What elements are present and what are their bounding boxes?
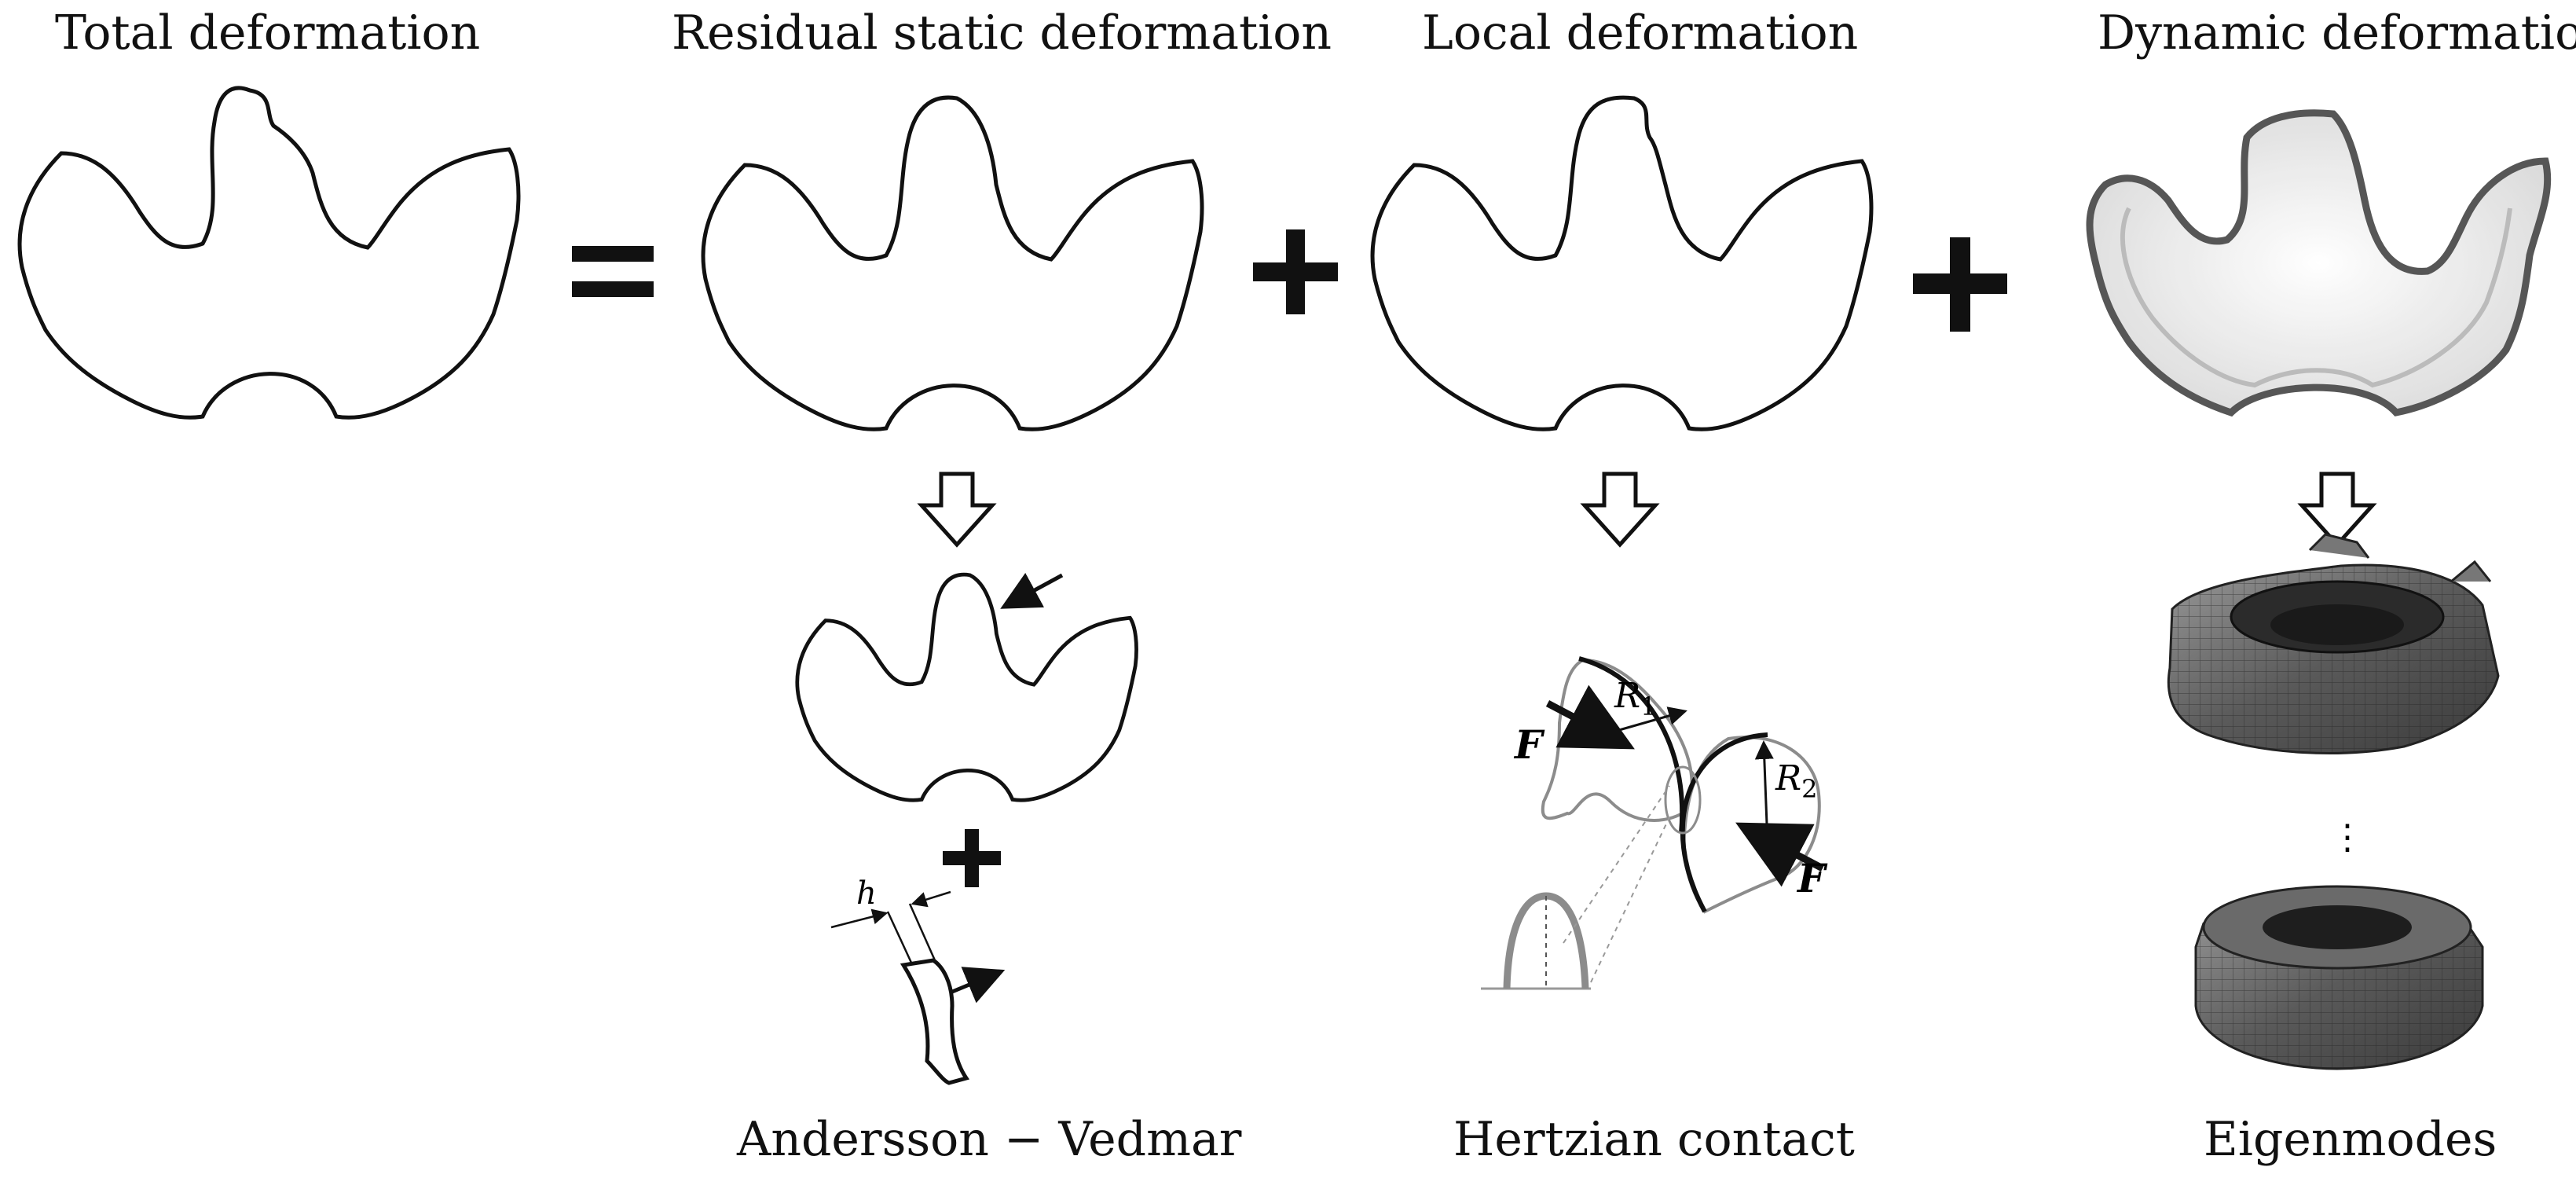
radius-r2-label: R2	[1775, 758, 1818, 804]
title-residual-static-deformation: Residual static deformation	[672, 6, 1332, 61]
local-deformation-gear-outline	[1370, 95, 1874, 431]
title-total-deformation: Total deformation	[55, 6, 481, 61]
caption-andersson-vedmar: Andersson − Vedmar	[737, 1112, 1242, 1167]
down-arrow-local	[1585, 474, 1655, 545]
caption-hertzian-contact: Hertzian contact	[1453, 1112, 1855, 1167]
thickness-dimension-arrow-right	[911, 890, 951, 908]
eigenmode-gear-deformed	[2167, 533, 2500, 754]
eigenmode-gear-undeformed	[2194, 885, 2484, 1070]
andersson-vedmar-small-gear	[797, 574, 1137, 800]
plus-operator-2	[1913, 237, 2007, 332]
caption-eigenmodes: Eigenmodes	[2204, 1112, 2497, 1167]
plus-operator-1	[1253, 229, 1338, 314]
residual-static-gear-outline	[703, 97, 1202, 429]
force-arrow-lower	[1735, 822, 1825, 887]
tooth-load-arrow	[1000, 572, 1064, 609]
thickness-label-h: h	[856, 875, 877, 912]
force-label-lower: F	[1796, 855, 1828, 901]
shell-load-arrow	[951, 967, 1006, 1004]
force-label-upper: F	[1513, 721, 1545, 768]
contact-zone-ellipse	[1664, 765, 1702, 835]
radius-r1-label: R1	[1614, 676, 1657, 721]
down-arrow-dynamic	[2302, 474, 2373, 545]
down-arrow-residual	[922, 474, 992, 545]
hertzian-pressure-distribution	[1481, 785, 1670, 990]
rim-shell-segment	[886, 903, 970, 1085]
plus-operator-small	[943, 829, 1001, 887]
dynamic-deformation-gear-render	[2086, 109, 2552, 417]
force-arrow-upper	[1545, 684, 1635, 750]
title-dynamic-deformation: Dynamic deformation	[2098, 6, 2576, 61]
eigenmode-ellipsis: ⋮	[2330, 817, 2365, 857]
title-local-deformation: Local deformation	[1422, 6, 1859, 61]
thickness-dimension-arrow-left	[830, 908, 889, 929]
equals-operator	[572, 246, 654, 297]
total-deformation-gear-outline	[17, 86, 521, 420]
